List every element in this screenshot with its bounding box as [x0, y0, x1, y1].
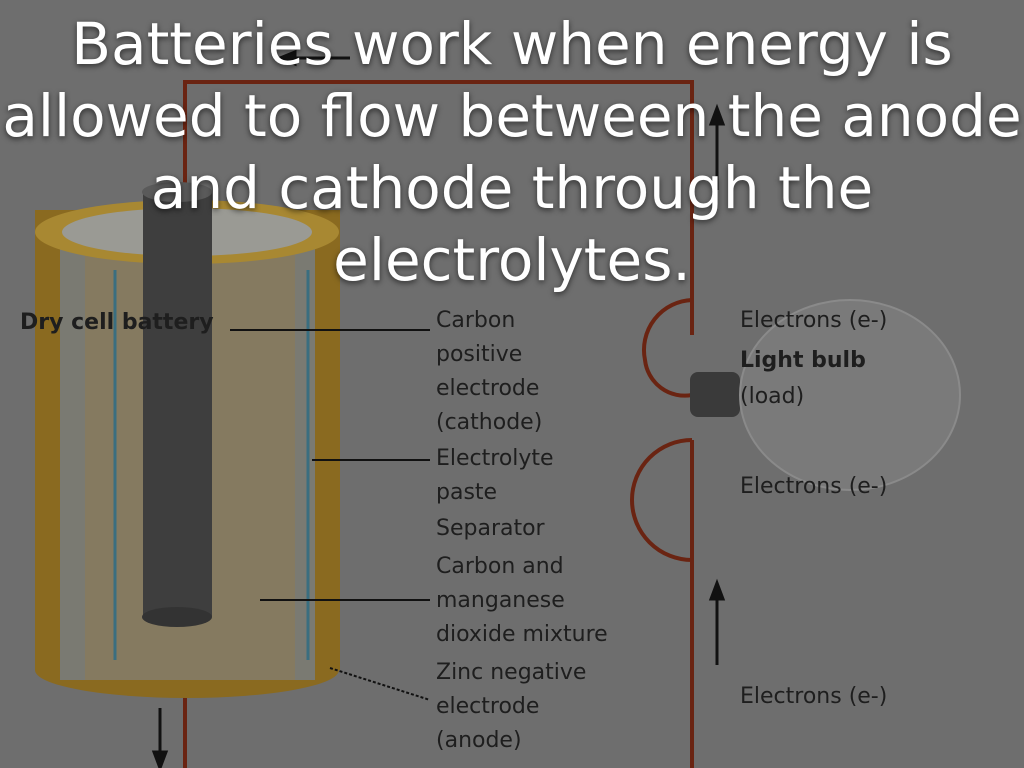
mixture-label: Carbon and manganese dioxide mixture — [436, 554, 608, 647]
battery-cell — [35, 182, 340, 698]
light-bulb-icon — [690, 299, 961, 491]
electrons-right-bottom-label: Electrons (e-) — [740, 684, 888, 709]
leader-lines — [230, 329, 431, 701]
electrons-right-top-label: Electrons (e-) — [740, 308, 888, 333]
arrow-left-icon — [275, 49, 350, 67]
arrow-down-icon — [151, 708, 169, 768]
load-label: (load) — [740, 384, 805, 409]
zinc-electrode-label: Zinc negative electrode (anode) — [436, 660, 587, 753]
carbon-electrode-label: Carbon positive electrode (cathode) — [436, 308, 543, 435]
electrolyte-label: Electrolyte paste — [436, 446, 554, 505]
light-bulb-label: Light bulb — [740, 348, 866, 373]
slide-caption: Batteries work when energy is allowed to… — [2, 10, 1022, 294]
diagram-title: Dry cell battery — [20, 310, 214, 335]
arrow-up-icon — [708, 103, 726, 665]
separator-label: Separator — [436, 516, 545, 541]
electrons-top-label: Electrons (e-) — [740, 474, 888, 499]
